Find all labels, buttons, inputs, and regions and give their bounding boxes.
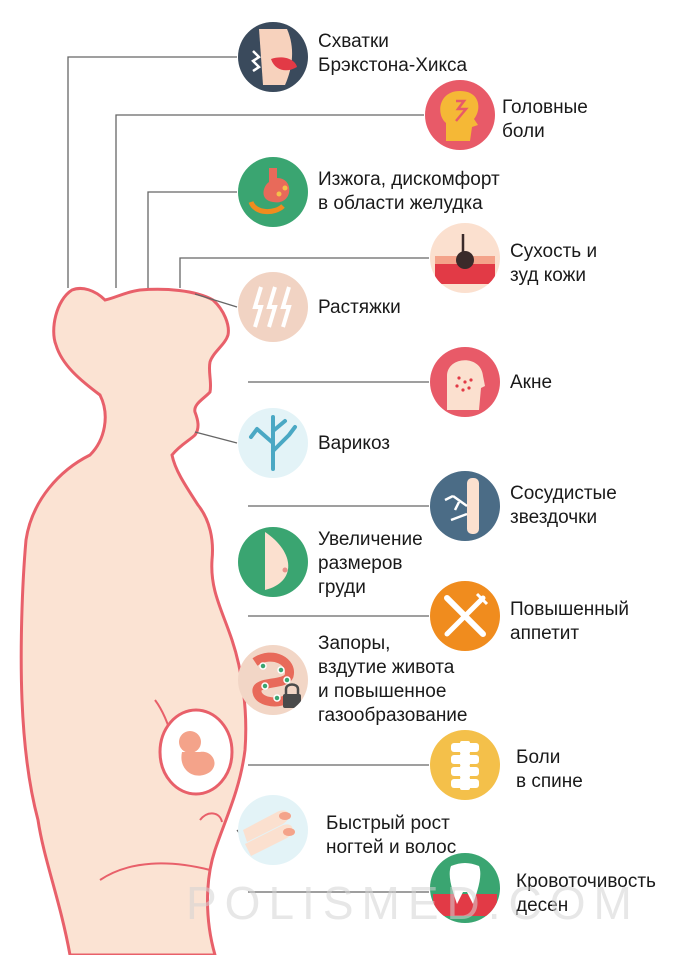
connector-line-dry-skin — [179, 257, 429, 288]
symptom-label-spider-veins: Сосудистые звездочки — [510, 483, 617, 528]
headache-icon — [425, 80, 495, 150]
symptom-label-heartburn: Изжога, дискомфорт в области желудка — [318, 169, 500, 214]
pregnant-woman-silhouette — [19, 286, 248, 955]
symptom-label-headache: Головные боли — [502, 97, 588, 142]
symptom-label-dry-skin: Сухость и зуд кожи — [510, 241, 598, 286]
symptom-label-stretch-marks: Растяжки — [318, 297, 401, 318]
acne-face-icon — [430, 347, 500, 417]
connector-line-heartburn — [147, 191, 237, 288]
spider-vein-icon — [430, 471, 500, 541]
symptom-label-braxton-hicks: Схватки Брэкстона-Хикса — [318, 31, 468, 76]
connector-lines — [67, 56, 429, 893]
connector-line-stretch-marks — [194, 293, 238, 308]
symptom-label-nails-hair: Быстрый рост ногтей и волос — [326, 813, 457, 858]
skin-icon — [430, 223, 500, 293]
nails-icon — [238, 795, 308, 865]
symptom-icons — [238, 22, 500, 923]
vein-icon — [238, 408, 308, 478]
breast-icon — [238, 527, 308, 597]
symptom-label-appetite: Повышенный аппетит — [510, 599, 630, 644]
connector-line-braxton-hicks — [67, 56, 237, 288]
symptom-label-gums: Кровоточивость десен — [516, 871, 656, 916]
symptom-label-back-pain: Боли в спине — [516, 747, 583, 792]
contraction-icon — [238, 22, 308, 92]
intestine-lock-icon — [238, 645, 308, 715]
connector-line-varicose — [194, 431, 238, 444]
symptom-label-varicose: Варикоз — [318, 433, 391, 454]
spine-icon — [430, 730, 500, 800]
stomach-icon — [238, 157, 308, 227]
watermark: POLISMED.COM — [186, 877, 640, 929]
tooth-icon — [430, 853, 500, 923]
symptom-label-breast: Увеличение размеров груди — [318, 529, 423, 598]
fetus-in-womb — [158, 708, 234, 796]
symptom-label-constipation: Запоры, вздутие живота и повышенное газо… — [318, 633, 468, 726]
symptom-label-acne: Акне — [510, 372, 553, 393]
stretch-marks-icon — [238, 272, 308, 342]
fork-knife-icon — [430, 581, 500, 651]
connector-line-headache — [115, 114, 424, 288]
